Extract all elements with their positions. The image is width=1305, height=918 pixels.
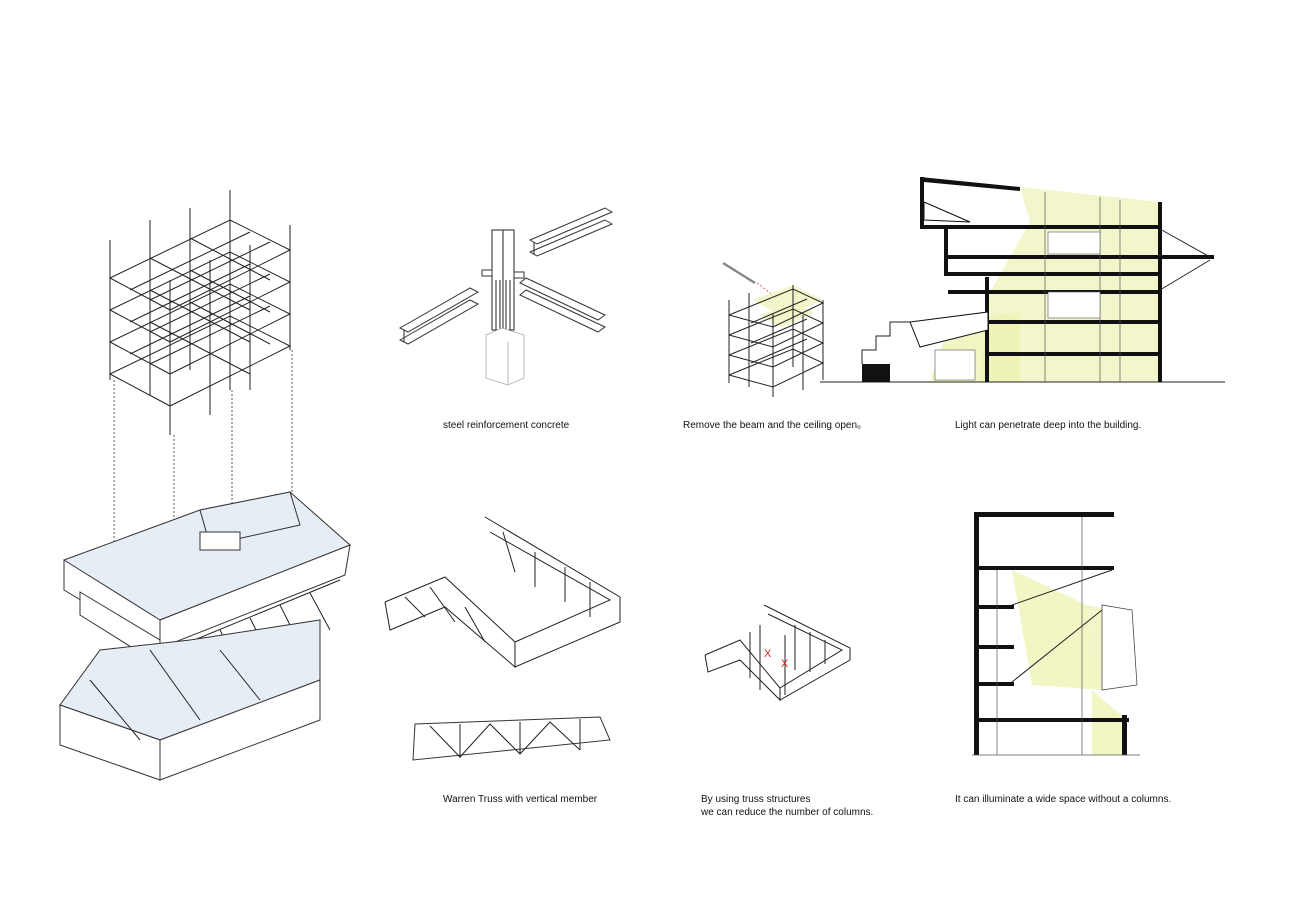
caption-steel-reinforcement: steel reinforcement concrete (443, 420, 570, 431)
caption-illuminate-wide: It can illuminate a wide space without a… (955, 794, 1172, 805)
light-section-svg (820, 177, 1225, 383)
axonometric-svg (59, 190, 351, 781)
caption-truss-line1: By using truss structures (701, 794, 811, 805)
caption-remove-beam: Remove the beam and the ceiling open。 (683, 420, 868, 431)
warren-truss-diagram (384, 512, 630, 767)
caption-light-penetrate: Light can penetrate deep into the buildi… (955, 420, 1142, 431)
steel-joint-svg (398, 207, 614, 386)
light-section-diagram (820, 172, 1225, 387)
structural-frame (109, 190, 292, 435)
wide-illumination-svg (972, 512, 1140, 756)
caption-truss-line2: we can reduce the number of columns. (701, 807, 874, 818)
remove-beam-svg (722, 261, 825, 397)
axonometric-exploded-diagram (50, 180, 370, 790)
remove-beam-diagram (715, 255, 835, 400)
building-mass (59, 491, 351, 781)
removed-column-marker: X (764, 648, 772, 660)
steel-joint-diagram (390, 200, 620, 390)
warren-truss-svg (384, 516, 621, 761)
wide-illumination-section (972, 510, 1142, 760)
truss-columns-svg (704, 604, 851, 702)
caption-warren-truss: Warren Truss with vertical member (443, 794, 598, 805)
removed-column-marker: X (781, 658, 789, 670)
truss-columns-diagram: X X (700, 600, 855, 712)
